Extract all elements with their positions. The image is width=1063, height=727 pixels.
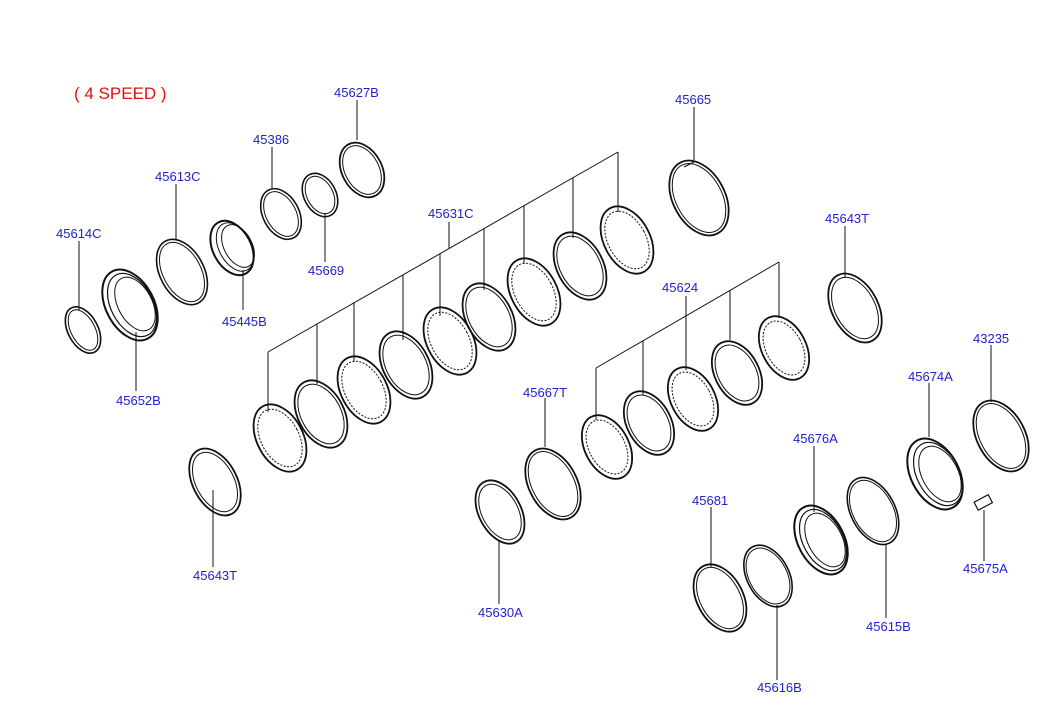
- disc-45631C-8: [552, 231, 608, 301]
- piston-45674A: [906, 437, 964, 511]
- label-45445B[interactable]: 45445B: [222, 314, 267, 329]
- label-45614C[interactable]: 45614C: [56, 226, 102, 241]
- label-45627B[interactable]: 45627B: [334, 85, 379, 100]
- label-45681[interactable]: 45681: [692, 493, 728, 508]
- disc-45624-5: [757, 315, 811, 381]
- disc-45631C-2: [293, 379, 349, 449]
- ring-45614C: [64, 306, 102, 354]
- label-45613C[interactable]: 45613C: [155, 169, 201, 184]
- label-45676A[interactable]: 45676A: [793, 431, 838, 446]
- snap-ring-45665: [668, 159, 730, 237]
- diagram-title: ( 4 SPEED ): [74, 84, 167, 103]
- disc-45631C-1: [252, 403, 308, 473]
- plate-45643T-top: [827, 272, 883, 344]
- label-45631C[interactable]: 45631C: [428, 206, 474, 221]
- disc-45631C-7: [506, 257, 562, 327]
- label-45630A[interactable]: 45630A: [478, 605, 523, 620]
- clutch-discs-45631C: [252, 205, 655, 473]
- ring-45681: [692, 563, 748, 633]
- leader-lines: [78, 100, 992, 680]
- disc-45624-4: [710, 340, 764, 406]
- snap-ring-43235: [972, 399, 1030, 473]
- plate-45630A: [474, 479, 526, 545]
- label-45615B[interactable]: 45615B: [866, 619, 911, 634]
- label-45675A[interactable]: 45675A: [963, 561, 1008, 576]
- label-45665[interactable]: 45665: [675, 92, 711, 107]
- label-45674A[interactable]: 45674A: [908, 369, 953, 384]
- pin-45675A: [973, 493, 994, 511]
- piston-45445B: [209, 219, 255, 277]
- disc-45631C-9: [599, 205, 655, 275]
- plate-45643T-bottom: [188, 447, 242, 517]
- label-45624[interactable]: 45624: [662, 280, 698, 295]
- disc-45631C-6: [461, 282, 517, 352]
- oring-45615B: [846, 476, 900, 546]
- snap-ring-45627B: [338, 141, 386, 199]
- label-45652B[interactable]: 45652B: [116, 393, 161, 408]
- piston-45676A: [793, 504, 849, 576]
- piston-45652B: [101, 268, 159, 342]
- disc-45624-2: [622, 390, 676, 456]
- seal-ring-45386: [259, 187, 303, 241]
- label-45616B[interactable]: 45616B: [757, 680, 802, 695]
- ring-45669: [301, 172, 339, 218]
- label-45667T[interactable]: 45667T: [523, 385, 567, 400]
- label-45643T-bottom[interactable]: 45643T: [193, 568, 237, 583]
- disc-45631C-3: [336, 355, 392, 425]
- label-45386[interactable]: 45386: [253, 132, 289, 147]
- disc-45624-1: [580, 414, 634, 480]
- part-labels: 45627B 45665 45386 45613C 45631C 45614C …: [56, 85, 1009, 695]
- oring-45616B: [743, 544, 793, 608]
- label-43235[interactable]: 43235: [973, 331, 1009, 346]
- disc-45631C-4: [378, 330, 434, 400]
- disc-45631C-5: [422, 306, 478, 376]
- label-45669[interactable]: 45669: [308, 263, 344, 278]
- snap-ring-45667T: [524, 447, 582, 521]
- clutch-discs-45624: [580, 315, 811, 480]
- disc-45624-3: [666, 366, 720, 432]
- oring-45613C: [155, 238, 209, 306]
- label-45643T-top[interactable]: 45643T: [825, 211, 869, 226]
